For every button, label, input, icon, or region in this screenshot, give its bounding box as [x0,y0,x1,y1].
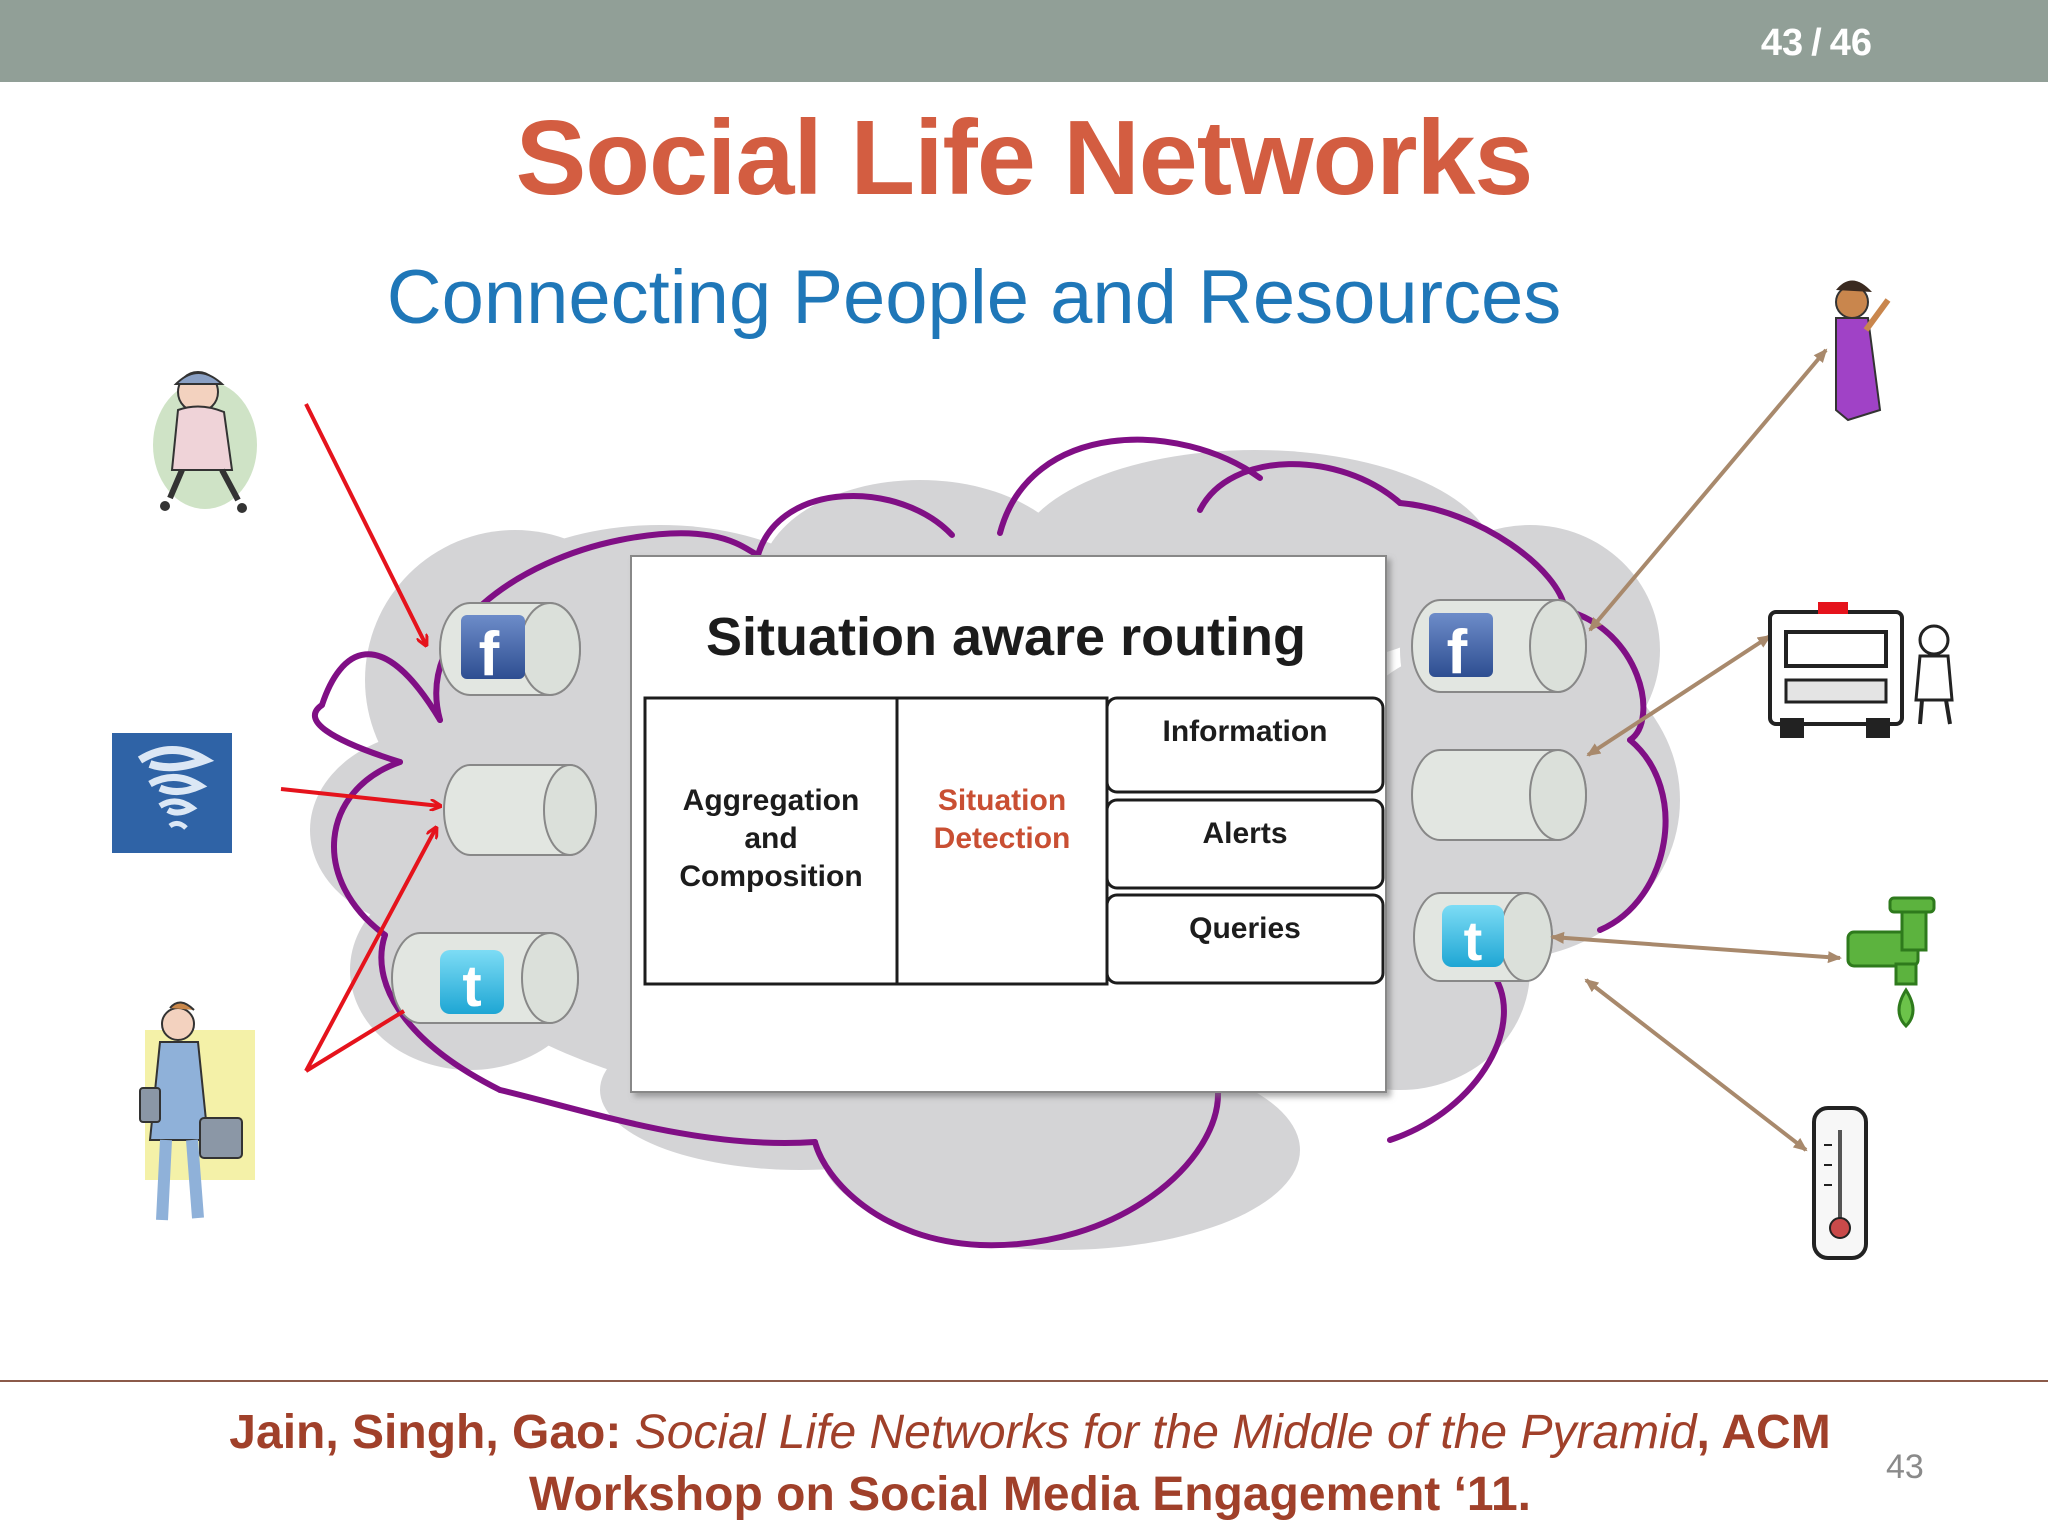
svg-text:t: t [1464,909,1483,972]
top-bar: 43/46 [0,0,2048,82]
footer-divider [0,1380,2048,1382]
facebook-icon: f [1429,613,1493,687]
pager-current: 43 [1760,22,1804,64]
svg-text:t: t [462,954,481,1019]
left-cylinder-empty [443,764,597,856]
water-tap-icon [1846,896,1936,1029]
citation-authors: Jain, Singh, Gao: [229,1406,622,1459]
svg-text:f: f [479,620,500,689]
woman-person-icon [1835,280,1891,422]
citation-venue-b: Workshop on Social Media Engagement ‘11. [529,1468,1531,1521]
right-cylinder-empty [1411,749,1587,841]
alerts-cell: Alerts [1202,817,1288,850]
aggregation-line-2: and [744,822,798,855]
routing-box [630,555,1387,1093]
citation-venue-a: , ACM [1696,1406,1831,1459]
facebook-icon: f [461,615,525,689]
svg-text:f: f [1447,618,1468,687]
aggregation-line-3: Composition [679,860,863,893]
information-cell: Information [1162,715,1328,748]
detection-line-1: Situation [937,784,1067,817]
pager-total: 46 [1829,22,1872,64]
citation: Jain, Singh, Gao: Social Life Networks f… [160,1402,1900,1526]
slide-title: Social Life Networks [515,99,1534,217]
queries-cell: Queries [1189,912,1301,945]
detection-line-2: Detection [933,822,1071,855]
aggregation-line-1: Aggregation [682,784,860,817]
ambulance-icon [1768,602,1954,738]
twitter-icon: t [440,950,504,1019]
thermometer-icon [1812,1106,1868,1260]
page-number: 43 [1886,1448,1924,1486]
tornado-icon [112,733,232,853]
slide-pager: 43/46 [1757,22,1876,65]
citation-paper: Social Life Networks for the Middle of t… [634,1406,1697,1459]
routing-box-title: Situation aware routing [705,607,1307,667]
detection-cell: Situation Detection [897,782,1107,858]
aggregation-cell: Aggregation and Composition [645,782,897,896]
skater-person-icon [153,371,257,513]
traveler-person-icon [139,1001,255,1221]
slide-subtitle: Connecting People and Resources [386,255,1562,340]
twitter-icon: t [1442,905,1504,972]
output-arrows [1550,348,1842,1152]
pager-separator: / [1811,22,1822,64]
input-arrows [280,403,440,1073]
